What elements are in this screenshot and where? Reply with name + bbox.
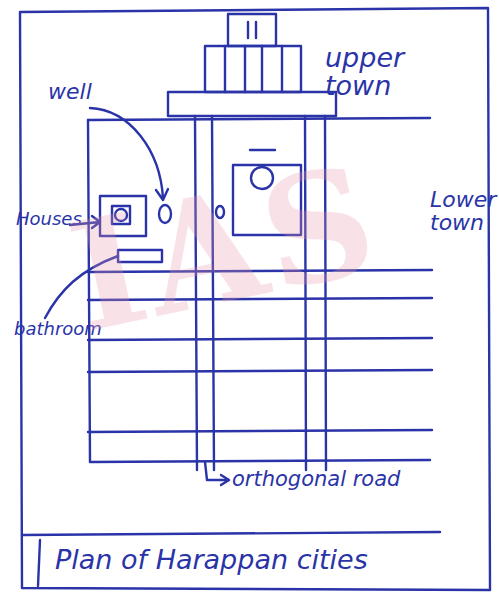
callout-label: Houses bbox=[16, 210, 96, 229]
outer-frame bbox=[20, 8, 490, 590]
leader-line bbox=[205, 462, 229, 485]
citadel-symbol bbox=[168, 14, 336, 116]
district-label: Lower town bbox=[430, 188, 488, 234]
district-area: upper town bbox=[160, 10, 435, 122]
district-label: upper town bbox=[325, 44, 420, 101]
callout-label: bathroom bbox=[14, 320, 124, 339]
caption-divider bbox=[38, 540, 40, 586]
caption-text: Plan of Harappan cities bbox=[55, 546, 475, 574]
street-grid bbox=[88, 116, 432, 470]
callout-label: orthogonal road bbox=[232, 468, 432, 490]
house-symbol bbox=[100, 150, 301, 262]
well-symbol bbox=[159, 205, 171, 223]
watermark: IAS bbox=[56, 110, 484, 365]
caption-divider bbox=[22, 532, 440, 535]
district-area: Lower town bbox=[85, 112, 490, 484]
leader-line bbox=[90, 108, 168, 200]
leader-line bbox=[45, 256, 118, 318]
callout-label: well bbox=[48, 80, 128, 103]
